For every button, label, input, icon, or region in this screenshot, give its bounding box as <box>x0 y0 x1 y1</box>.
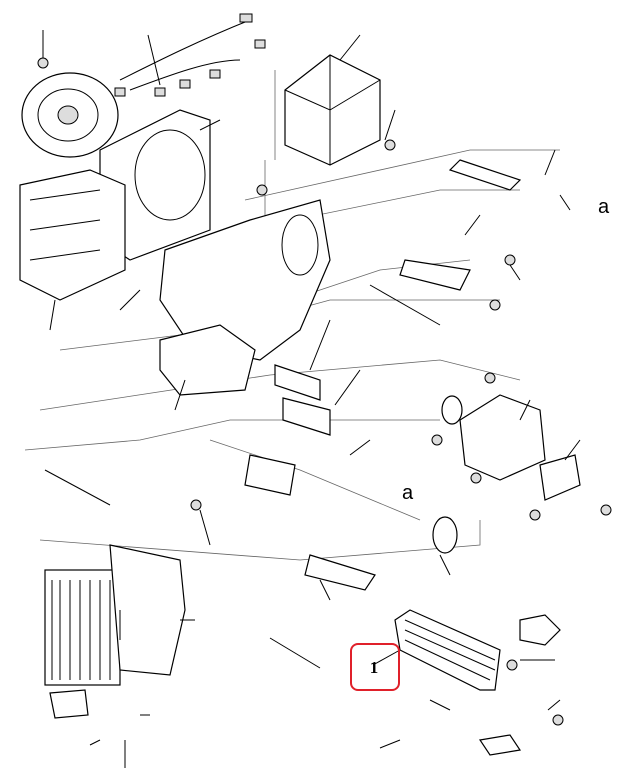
reference-label-a: a <box>598 196 610 218</box>
heater-case-center <box>159 199 331 396</box>
evaporator <box>44 544 186 686</box>
leader-lines <box>49 34 581 749</box>
blower-housing <box>99 109 211 261</box>
part-callout-box[interactable]: 1 <box>350 643 400 691</box>
wire-harness <box>114 13 266 97</box>
doors-and-plates <box>44 159 522 591</box>
case-left <box>19 169 126 301</box>
filter-box <box>284 54 381 166</box>
part-callout-number: 1 <box>369 658 379 677</box>
blower-motor <box>21 72 119 158</box>
mode-case-right <box>459 394 581 501</box>
actuators-and-screws <box>37 30 612 768</box>
reference-label-a: a <box>402 482 414 504</box>
